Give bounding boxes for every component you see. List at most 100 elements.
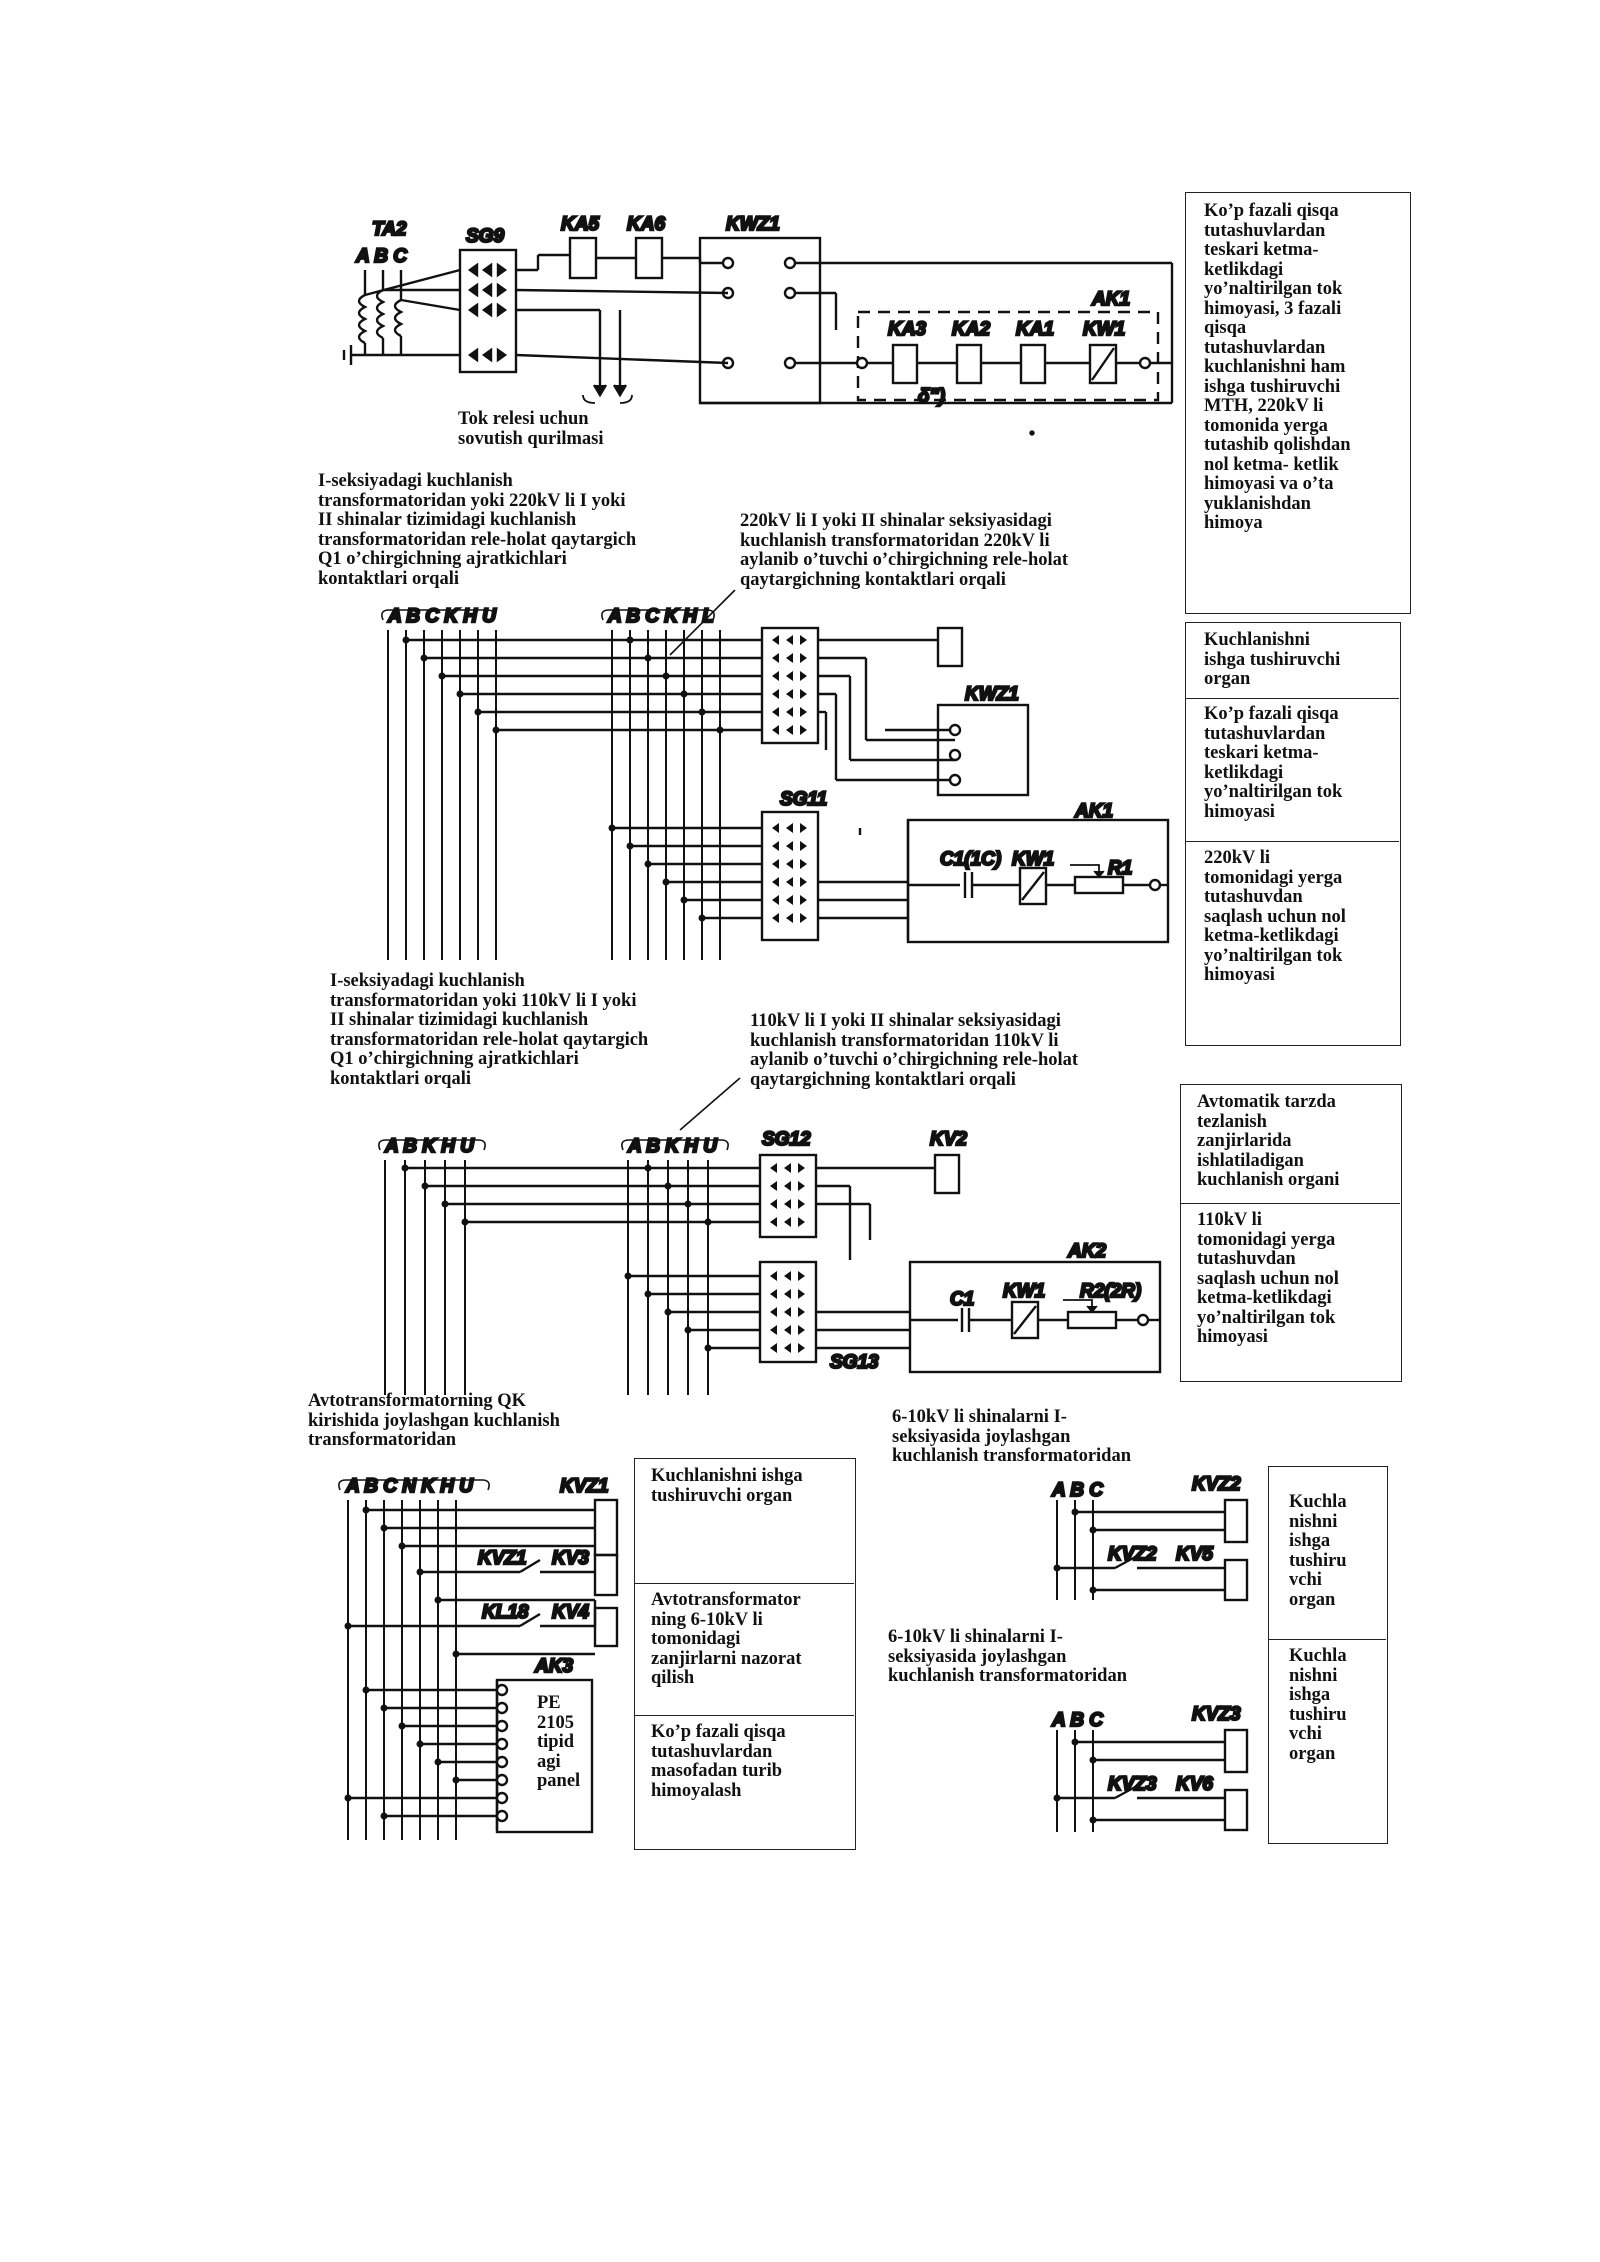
label-kvz1-contact: KVZ1: [478, 1548, 527, 1569]
divider: [1186, 698, 1399, 699]
label-kvz2-contact: KVZ2: [1108, 1544, 1157, 1565]
relay-ka1: [1019, 343, 1047, 385]
test-block-sg9: [458, 248, 518, 374]
desc-110-zero-seq-text: 110kV li tomonidagi yerga tutashuvdan sa…: [1197, 1210, 1339, 1347]
label-sg12: SG12: [762, 1129, 811, 1150]
desc-qk-distance-text: Ko’p fazali qisqa tutashuvlardan masofad…: [651, 1722, 786, 1801]
label-kw1-110: KW1: [1003, 1281, 1045, 1302]
desc-220-negative-seq-text: Ko’p fazali qisqa tutashuvlardan teskari…: [1204, 704, 1343, 822]
label-kv6: KV6: [1176, 1774, 1213, 1795]
bus-qk-taps: [348, 1508, 595, 1818]
note-pe-panel: PE 2105 tipid agi panel: [537, 1693, 581, 1791]
section-autotransformer-qk: A B C N K H U KVZ1 KVZ1 KV3 KL18 KV4 AK3: [338, 1475, 619, 1840]
desc-current-protection-text: Ko’p fazali qisqa tutashuvlardan teskari…: [1204, 201, 1351, 533]
label-bus-qk: A B C N K H U: [345, 1476, 474, 1497]
bus-220-left: [387, 630, 497, 960]
desc-box-220kv-group: Kuchlanishni ishga tushiruvchi organ Ko’…: [1185, 622, 1401, 1046]
bus-6-10-top-junctions: [1053, 1508, 1097, 1594]
relay-ka2: [955, 343, 983, 385]
bus-6-10-bottom-junctions: [1053, 1738, 1097, 1824]
divider: [1186, 841, 1399, 842]
relay-kvz3: [1223, 1728, 1249, 1774]
label-ta2: TA2: [372, 219, 407, 240]
bus-220-right: [611, 630, 721, 960]
ak1-voltage-box: [906, 818, 1170, 944]
panel-terminals: [495, 1683, 509, 1823]
label-bus-110-right: A B K H U: [627, 1136, 718, 1157]
label-kwz1-voltage: KWZ1: [965, 684, 1019, 705]
desc-6-10-start-bottom-text: Kuchla nishni ishga tushiru vchi organ: [1289, 1646, 1347, 1764]
label-ak1-voltage: AK1: [1074, 801, 1113, 822]
desc-220-zero-seq-text: 220kV li tomonidagi yerga tutashuvdan sa…: [1204, 848, 1346, 985]
label-c1-1c: C1(1C): [940, 849, 1001, 870]
ak2-voltage-box: [908, 1260, 1162, 1374]
note-autotransformer-qk: Avtotransformatorning QK kirishida joyla…: [308, 1391, 560, 1450]
label-bus-220-right: A B C K H L: [607, 606, 714, 627]
label-kvz2-header: KVZ2: [1192, 1474, 1241, 1495]
bus-110-left: [384, 1160, 466, 1395]
test-block-sg12: [758, 1153, 818, 1239]
test-block-sg11: [760, 810, 820, 942]
desc-6-10-start-top-text: Kuchla nishni ishga tushiru vchi organ: [1289, 1492, 1347, 1610]
relay-kwz1-voltage: [936, 703, 1030, 797]
label-ka1: KA1: [1016, 319, 1054, 340]
label-bus-220-left: A B C K H U: [387, 606, 497, 627]
label-ka5: KA5: [561, 214, 599, 235]
desc-box-110kv-group: Avtomatik tarzda tezlanish zanjirlarida …: [1180, 1084, 1402, 1382]
label-r2: R2(2R): [1080, 1281, 1141, 1302]
test-block-sg12-arrows: [770, 1163, 805, 1227]
note-tok-relesi: Tok relesi uchun sovutish qurilmasi: [458, 409, 604, 449]
desc-box-6-10kv-group: Kuchla nishni ishga tushiru vchi organ K…: [1268, 1466, 1388, 1844]
test-block-220-upper: [760, 626, 820, 745]
label-sg13: SG13: [830, 1352, 879, 1373]
current-transformer-ta2: [342, 268, 461, 365]
desc-220-voltage-start-text: Kuchlanishni ishga tushiruvchi organ: [1204, 630, 1341, 689]
relay-ka3: [891, 343, 919, 385]
resistor-r1: [1073, 875, 1125, 895]
note-right-220kv: 220kV li I yoki II shinalar seksiyasidag…: [740, 511, 1069, 590]
section-current-circuits: TA2 A B C SG9 KA5 KA6 KWZ1 AK1 KA3 KA2 K…: [342, 213, 1174, 436]
label-kvz3-header: KVZ3: [1192, 1704, 1241, 1725]
note-left-110kv: I-seksiyadagi kuchlanish transformatorid…: [330, 971, 649, 1089]
bus-qk-junctions: [344, 1506, 460, 1820]
divider: [1269, 1639, 1386, 1640]
bus-110-taps: [405, 1166, 760, 1350]
resistor-r2: [1066, 1310, 1118, 1330]
bus-6-10-bottom: [1056, 1730, 1094, 1832]
label-bus-6-10-bottom: A B C: [1051, 1710, 1103, 1731]
label-sg11: SG11: [780, 789, 827, 810]
label-ka6: KA6: [627, 214, 665, 235]
ak1-current-box: [856, 310, 1160, 402]
relay-kv6: [1223, 1788, 1249, 1832]
label-r1: R1: [1108, 858, 1132, 879]
label-kw1-top: KW1: [1083, 319, 1125, 340]
relay-kv5: [1223, 1558, 1249, 1602]
label-kl18: KL18: [482, 1602, 529, 1623]
bus-qk: [347, 1500, 457, 1840]
label-c1: C1: [950, 1289, 974, 1310]
test-block-sg13-arrows: [770, 1271, 805, 1353]
label-kv3: KV3: [552, 1548, 589, 1569]
label-bus-6-10-top: A B C: [1051, 1480, 1103, 1501]
divider: [635, 1715, 854, 1716]
label-ak1-top: AK1: [1091, 289, 1130, 310]
bus-220-junctions: [402, 636, 724, 922]
bus-110-junctions: [401, 1164, 712, 1352]
note-6-10kv-top: 6-10kV li shinalarni I- seksiyasida joyl…: [892, 1407, 1131, 1466]
note-right-110kv: 110kV li I yoki II shinalar seksiyasidag…: [750, 1011, 1079, 1090]
panel-pe2105: [495, 1678, 594, 1834]
relay-kvz-220: [936, 626, 964, 668]
label-kv4: KV4: [552, 1602, 589, 1623]
label-bus-110-left: A B K H U: [384, 1136, 475, 1157]
relay-kv2: [933, 1153, 961, 1195]
label-ka3: KA3: [888, 319, 926, 340]
divider: [635, 1583, 854, 1584]
desc-qk-voltage-start-text: Kuchlanishni ishga tushiruvchi organ: [651, 1466, 803, 1506]
bus-110-right: [627, 1160, 709, 1395]
relay-ka6: [634, 236, 664, 280]
label-sg9: SG9: [466, 226, 504, 247]
note-left-220kv: I-seksiyadagi kuchlanish transformatorid…: [318, 471, 637, 589]
desc-box-current-protection: Ko’p fazali qisqa tutashuvlardan teskari…: [1185, 192, 1411, 614]
